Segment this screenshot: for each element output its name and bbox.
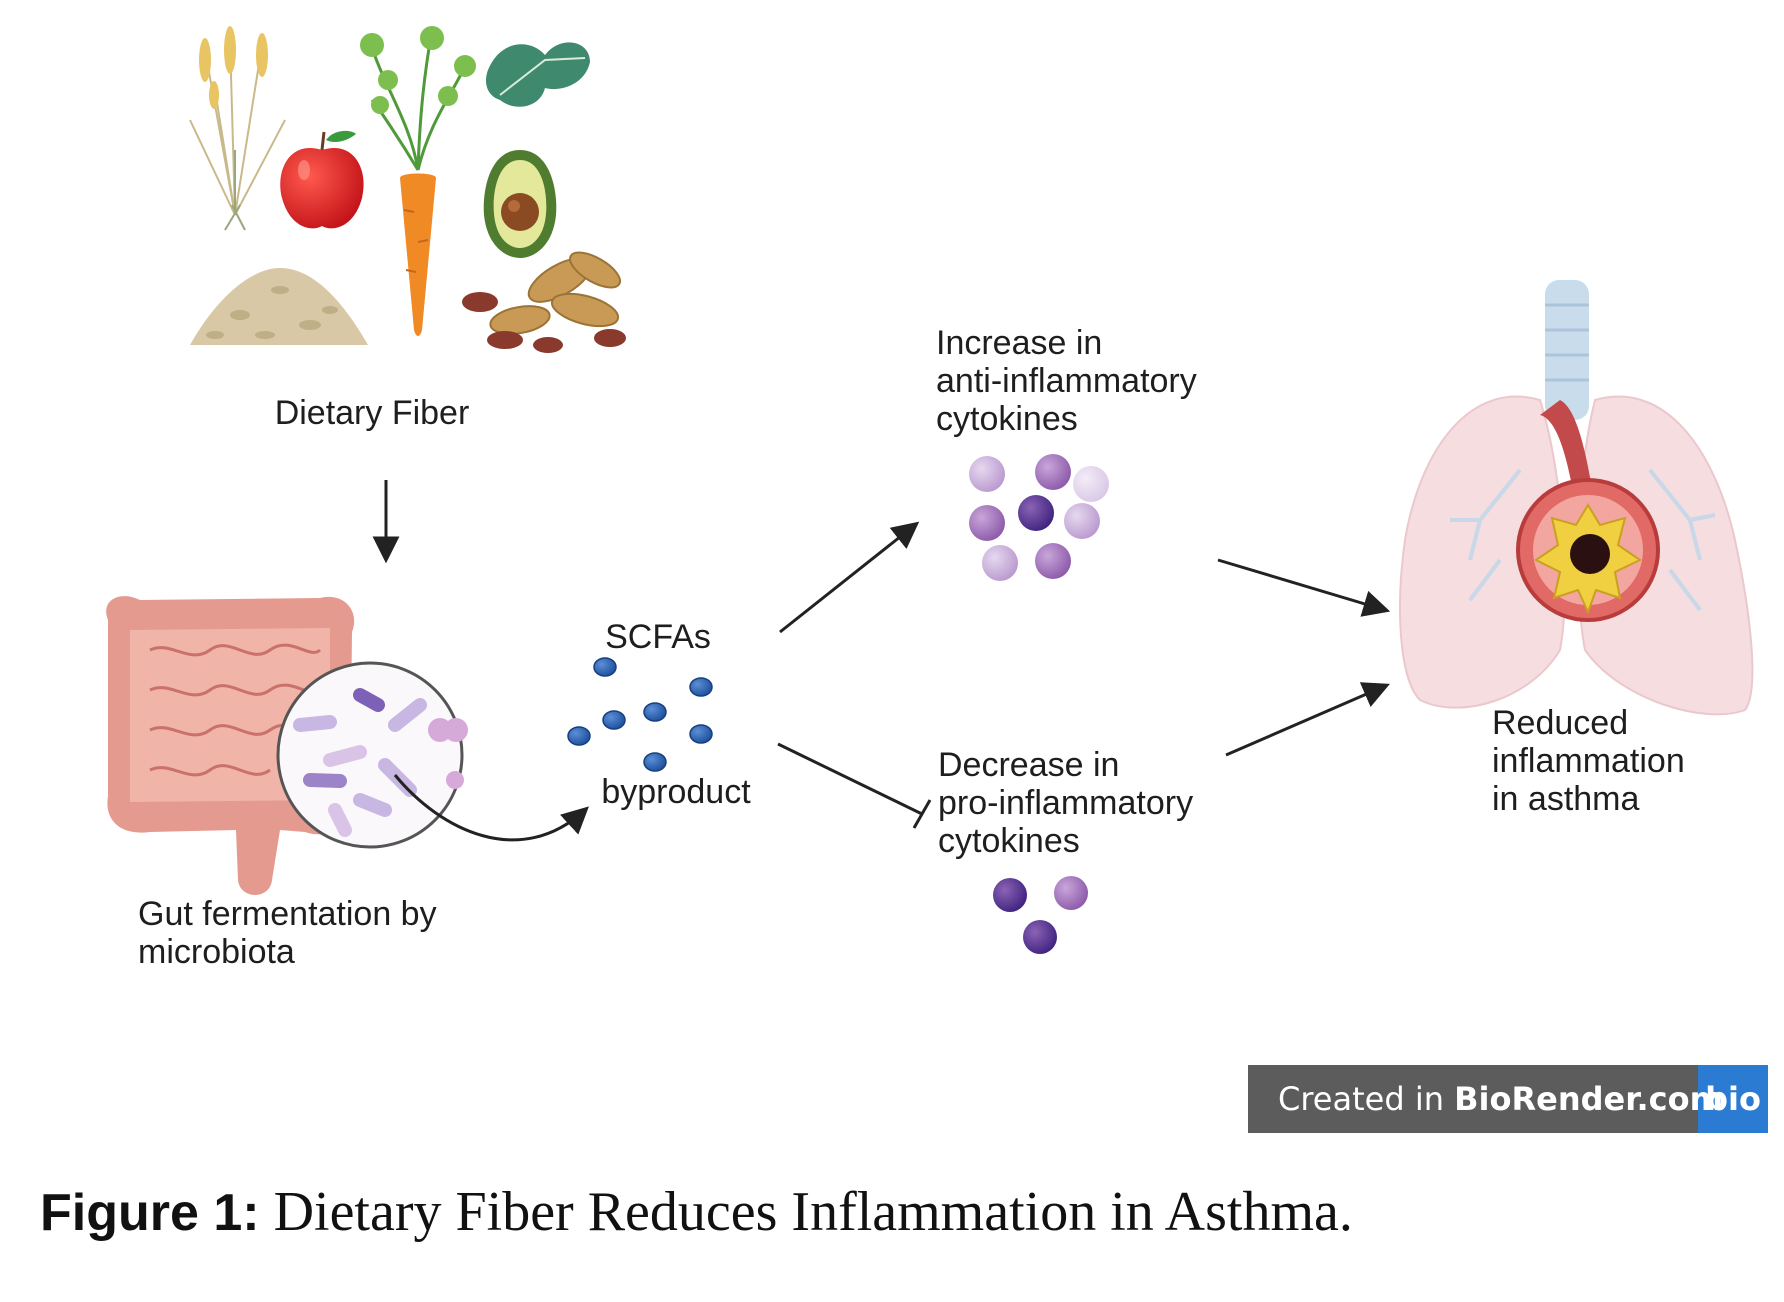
food-cluster [189,26,626,353]
lungs-icon [1399,280,1754,716]
figure-caption: Figure 1:Dietary Fiber Reduces Inflammat… [40,1181,1353,1243]
oats-icon [190,268,368,345]
reduced-label-line2: inflammation [1492,742,1685,780]
increase-label-line1: Increase in [936,324,1102,362]
increase-to-lungs-arrow [1217,558,1391,617]
badge-brand: BioRender.com [1454,1080,1723,1118]
badge-text: Created in BioRender.com [1278,1080,1723,1118]
dietary-fiber-label: Dietary Fiber [275,394,470,432]
pro-inflammatory-cytokines-icon [993,876,1088,954]
scfa-to-increase-arrow [779,521,920,634]
increase-label-line3: cytokines [936,400,1078,438]
gut-fermentation-label-line2: microbiota [138,933,295,971]
peanuts-icon [462,251,626,353]
badge-prefix: Created in [1278,1080,1454,1118]
decrease-label-line1: Decrease in [938,746,1119,784]
gut-to-scfa-arrow [393,774,589,842]
decrease-label-line3: cytokines [938,822,1080,860]
biorender-logo-icon: bio [1705,1080,1761,1118]
carrot-icon [360,26,476,336]
wheat-icon [189,26,286,231]
airway-cross-section-icon [1516,478,1660,622]
caption-label: Figure 1: [40,1184,260,1242]
gut-fermentation-label-line1: Gut fermentation by [138,895,437,933]
reduced-label-line3: in asthma [1492,780,1639,818]
biorender-badge: Created in BioRender.com bio [1248,1065,1768,1133]
scfa-molecules-icon [567,657,713,772]
caption-text: Dietary Fiber Reduces Inflammation in As… [274,1181,1353,1243]
scfas-label: SCFAs [605,618,711,656]
increase-label-line2: anti-inflammatory [936,362,1197,400]
kale-leaf-icon [485,42,590,107]
microbiota-magnifier-icon [276,661,468,849]
scfa-to-decrease-inhibition [777,742,932,829]
avocado-icon [483,150,557,258]
apple-icon [280,130,364,229]
anti-inflammatory-cytokines-icon [969,454,1109,581]
decrease-to-lungs-arrow [1225,682,1390,757]
reduced-label-line1: Reduced [1492,704,1628,742]
decrease-label-line2: pro-inflammatory [938,784,1193,822]
byproduct-label: byproduct [601,773,751,811]
